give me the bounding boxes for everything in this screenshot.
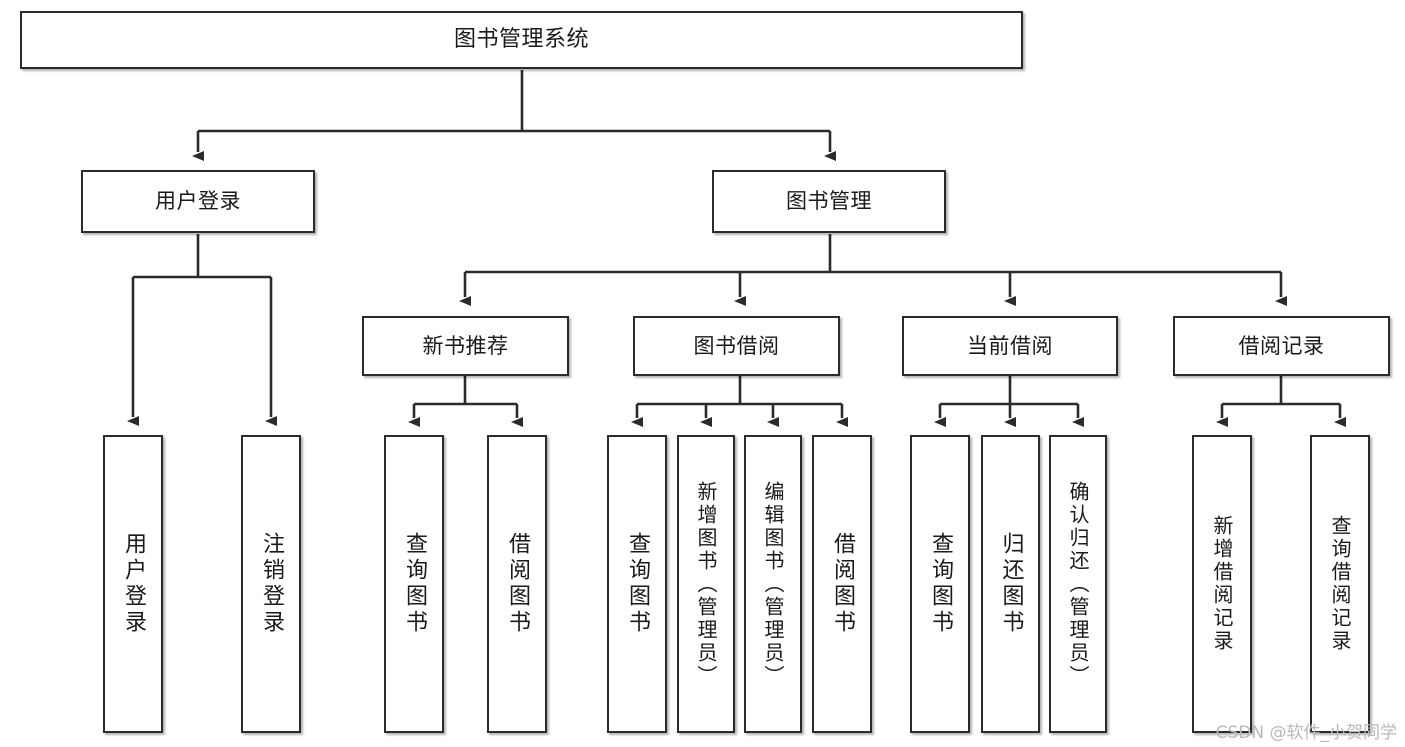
node-book-borrow[interactable]: 图书借阅: [633, 316, 840, 376]
node-leaf-add-book-label: 新增图书（管理员）: [694, 480, 718, 688]
node-leaf-borrow-book-1-label: 借阅图书: [505, 532, 530, 636]
node-leaf-query-book-2-label: 查询图书: [625, 532, 650, 636]
node-leaf-return-book[interactable]: 归还图书: [981, 435, 1040, 733]
node-borrow-record[interactable]: 借阅记录: [1173, 316, 1390, 376]
node-leaf-query-book-3[interactable]: 查询图书: [910, 435, 970, 733]
node-leaf-query-book-2[interactable]: 查询图书: [607, 435, 667, 733]
node-root-label: 图书管理系统: [453, 27, 589, 53]
node-leaf-query-book-1[interactable]: 查询图书: [384, 435, 444, 733]
node-book-manage[interactable]: 图书管理: [712, 170, 946, 233]
node-leaf-confirm-return-label: 确认归还（管理员）: [1066, 480, 1090, 688]
node-leaf-user-login-label: 用户登录: [121, 532, 146, 636]
node-leaf-add-record[interactable]: 新增借阅记录: [1192, 435, 1252, 733]
node-user-login[interactable]: 用户登录: [81, 170, 315, 233]
node-leaf-query-book-3-label: 查询图书: [928, 532, 953, 636]
node-borrow-record-label: 借阅记录: [1238, 333, 1325, 358]
node-current-borrow[interactable]: 当前借阅: [902, 316, 1118, 376]
node-leaf-edit-book[interactable]: 编辑图书（管理员）: [744, 435, 802, 733]
node-leaf-query-record[interactable]: 查询借阅记录: [1310, 435, 1370, 733]
node-leaf-user-login[interactable]: 用户登录: [103, 435, 163, 733]
node-root[interactable]: 图书管理系统: [20, 11, 1023, 69]
node-leaf-borrow-book-2-label: 借阅图书: [830, 532, 855, 636]
node-leaf-return-book-label: 归还图书: [998, 532, 1024, 636]
watermark-text: CSDN @软件_小贺同学: [1215, 723, 1397, 743]
node-user-login-label: 用户登录: [155, 189, 241, 214]
node-leaf-edit-book-label: 编辑图书（管理员）: [761, 480, 785, 688]
node-new-book-rec-label: 新书推荐: [422, 333, 509, 358]
node-leaf-logout[interactable]: 注销登录: [241, 435, 301, 733]
node-leaf-query-book-1-label: 查询图书: [402, 532, 427, 636]
node-current-borrow-label: 当前借阅: [967, 333, 1053, 358]
node-leaf-confirm-return[interactable]: 确认归还（管理员）: [1049, 435, 1107, 733]
node-leaf-add-record-label: 新增借阅记录: [1210, 515, 1234, 653]
node-leaf-add-book[interactable]: 新增图书（管理员）: [677, 435, 735, 733]
node-leaf-borrow-book-1[interactable]: 借阅图书: [487, 435, 547, 733]
node-new-book-rec[interactable]: 新书推荐: [362, 316, 569, 376]
node-book-manage-label: 图书管理: [786, 189, 872, 214]
node-leaf-borrow-book-2[interactable]: 借阅图书: [812, 435, 872, 733]
node-book-borrow-label: 图书借阅: [693, 333, 780, 358]
node-leaf-logout-label: 注销登录: [259, 532, 284, 636]
node-leaf-query-record-label: 查询借阅记录: [1328, 515, 1352, 653]
